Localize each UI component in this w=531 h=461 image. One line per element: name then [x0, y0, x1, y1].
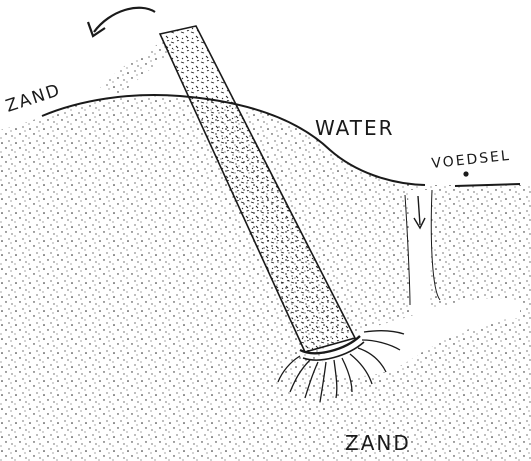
label-water: WATER — [315, 116, 395, 140]
label-food: VOEDSEL — [431, 148, 512, 172]
sand-body — [0, 95, 531, 461]
feeding-shaft — [408, 190, 432, 319]
label-sand-bottom: ZAND — [345, 431, 411, 455]
food-particle-icon — [463, 171, 468, 176]
